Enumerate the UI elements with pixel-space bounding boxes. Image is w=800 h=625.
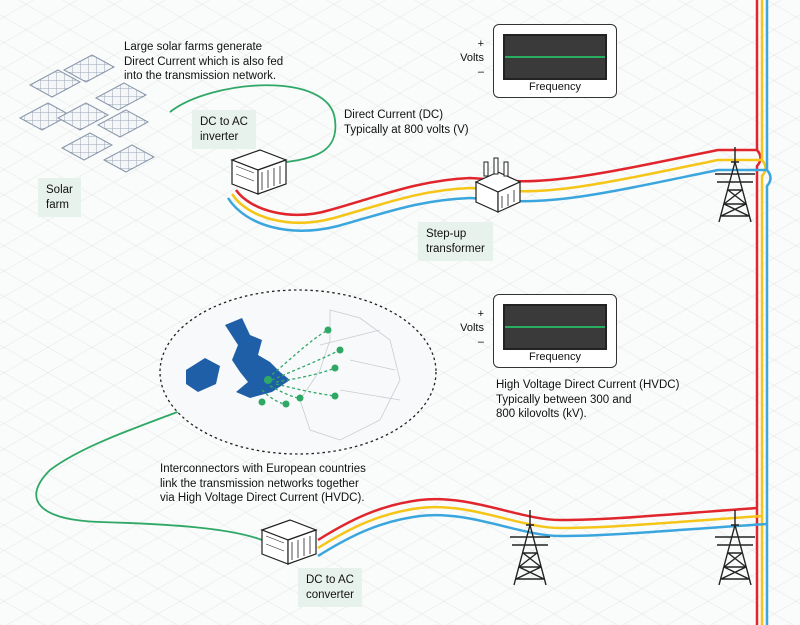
vertical-wires [755,0,772,625]
oscilloscope-bottom: Frequency [493,294,617,368]
converter-cabinet-icon [261,519,317,565]
top-transmission-wires [226,148,767,232]
converter-label: DC to AC converter [298,568,362,607]
bottom-transmission-wires [317,497,768,558]
dc-description: Direct Current (DC) Typically at 800 vol… [344,109,469,136]
oscilloscope-top: Frequency [493,24,617,98]
solar-farm-label: Solar farm [38,178,81,217]
scope-bottom-volts: Volts [460,322,484,334]
green-links [35,84,337,541]
scope-top-trace [505,56,605,58]
solar-description: Large solar farms generate Direct Curren… [124,41,284,82]
scope-top-screen [503,34,607,80]
inverter-cabinet-icon [231,149,287,195]
scope-top-volts: Volts [460,52,484,64]
scope-bottom-minus: – [477,336,484,348]
scope-bottom-axis-label: Frequency [529,351,581,363]
hvdc-description: High Voltage Direct Current (HVDC) Typic… [496,379,680,420]
inverter-label: DC to AC inverter [192,110,256,149]
scope-top-plus: + [477,38,484,50]
scope-top-axis-label: Frequency [529,81,581,93]
transformer-icon [474,157,522,213]
europe-map-icon [159,289,437,455]
scope-bottom-trace [505,326,605,328]
solar-panel-icon [18,54,156,173]
scope-top-minus: – [477,66,484,78]
interconnector-description: Interconnectors with European countries … [160,463,366,504]
transformer-label: Step-up transformer [418,222,493,261]
scope-bottom-plus: + [477,308,484,320]
scope-bottom-screen [503,304,607,350]
